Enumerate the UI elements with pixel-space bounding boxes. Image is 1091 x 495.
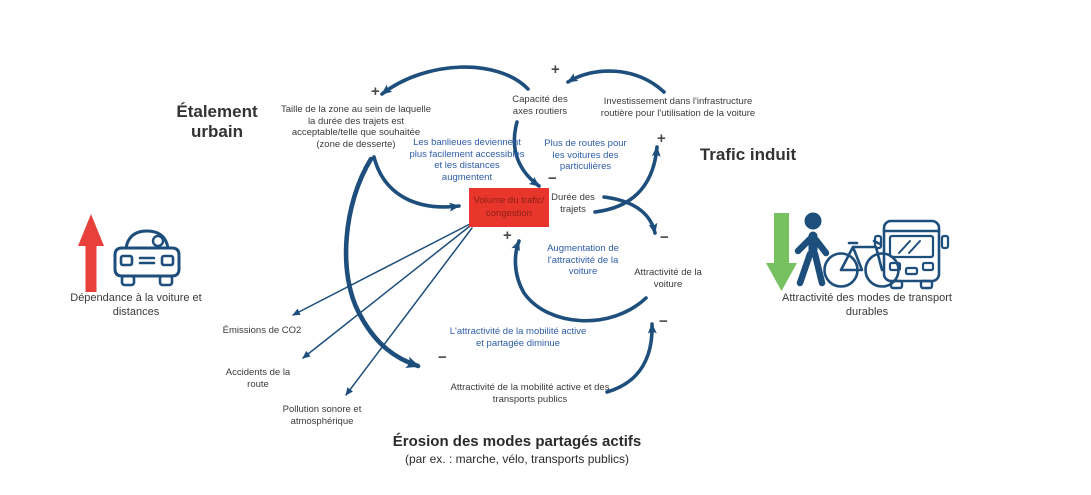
- node-attractivite-mobilite-active: Attractivité de la mobilité active et de…: [450, 382, 610, 405]
- loop-label-augmentation: Augmentation de l'attractivité de la voi…: [547, 243, 619, 278]
- green-down-arrow-icon: [766, 213, 797, 291]
- node-taille-zone: Taille de la zone au sein de laquelle la…: [281, 104, 431, 150]
- node-pollution: Pollution sonore et atmosphérique: [282, 404, 362, 427]
- region-trafic-induit: Trafic induit: [699, 145, 797, 164]
- bus-icon: [873, 219, 950, 290]
- node-duree-trajets: Durée des trajets: [551, 192, 595, 215]
- sign-plus-volume: +: [503, 227, 512, 244]
- sign-minus-volume: −: [548, 170, 557, 187]
- node-investissement: Investissement dans l'infrastructure rou…: [600, 96, 756, 119]
- node-dependance-voiture: Dépendance à la voiture et distances: [70, 292, 202, 318]
- loop-label-banlieues: Les banlieues deviennent plus facilement…: [409, 137, 525, 183]
- node-attractivite-modes-durables: Attractivité des modes de transport dura…: [782, 292, 952, 318]
- red-up-arrow-icon: [78, 214, 104, 292]
- loop-label-mobilite-diminue: L'attractivité de la mobilité active et …: [449, 326, 587, 349]
- car-icon: [113, 229, 181, 287]
- region-etalement-urbain: Étalement urbain: [176, 102, 258, 142]
- node-emissions-co2: Émissions de CO2: [222, 325, 302, 336]
- central-node-line2: congestion: [486, 207, 532, 219]
- sign-plus-taille: +: [371, 83, 380, 100]
- central-node-line1: Volume du trafic/: [473, 194, 545, 206]
- node-capacite-axes: Capacité des axes routiers: [512, 94, 568, 117]
- node-accidents-route: Accidents de la route: [225, 367, 291, 390]
- sign-minus-mobilite-voiture: −: [659, 313, 668, 330]
- sign-minus-etalement-mobilite: −: [438, 349, 447, 366]
- caption-erosion-title: Érosion des modes partagés actifs: [392, 433, 642, 450]
- node-attractivite-voiture: Attractivité de la voiture: [634, 267, 702, 290]
- central-node-volume-trafic: Volume du trafic/ congestion: [469, 188, 549, 227]
- sign-plus-capacite: +: [551, 61, 560, 78]
- sign-plus-investissement: +: [657, 130, 666, 147]
- loop-label-plus-routes: Plus de routes pour les voitures des par…: [544, 138, 627, 173]
- caption-erosion-subtitle: (par ex. : marche, vélo, transports publ…: [404, 452, 630, 466]
- sign-minus-duree-attractivite: −: [660, 229, 669, 246]
- pedestrian-icon: [794, 212, 830, 287]
- causal-arrows: [292, 65, 666, 396]
